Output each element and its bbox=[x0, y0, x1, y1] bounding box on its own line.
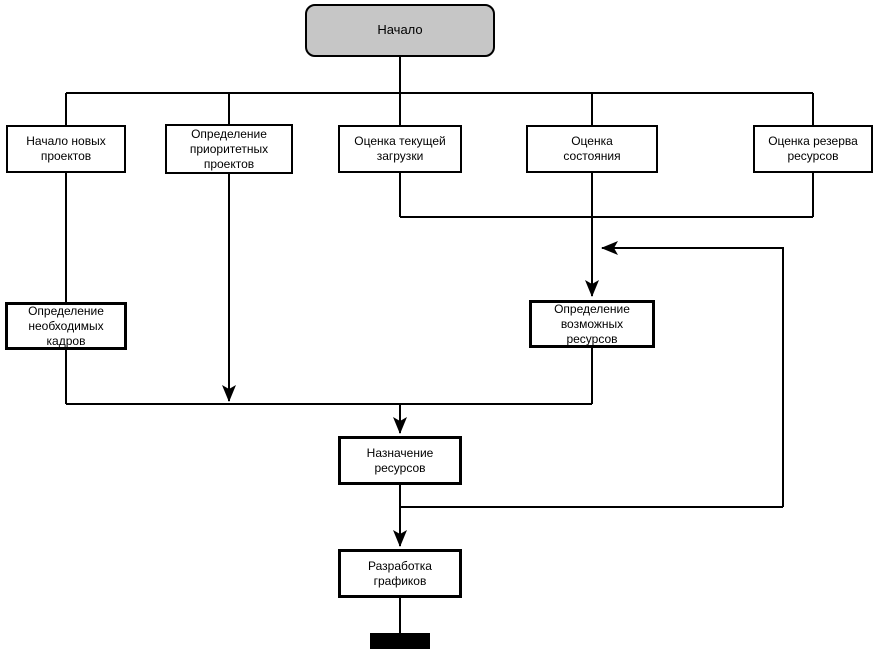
node-assign-resources: Назначение ресурсов bbox=[338, 436, 462, 485]
node-start-label: Начало bbox=[377, 22, 423, 38]
edge-feedback-loop bbox=[601, 241, 784, 507]
node-required-staff: Определение необходимых кадров bbox=[5, 302, 127, 350]
node-current-load: Оценка текущей загрузки bbox=[338, 125, 462, 173]
node-end-terminator bbox=[370, 633, 430, 649]
node-develop-schedules-label: Разработка графиков bbox=[368, 558, 432, 588]
node-status-assessment-label: Оценка состояния bbox=[563, 134, 621, 163]
node-assign-resources-label: Назначение ресурсов bbox=[366, 445, 434, 475]
node-priority-projects-label: Определение приоритетных проектов bbox=[189, 126, 269, 171]
node-reserve-assessment-label: Оценка резерва ресурсов bbox=[768, 134, 858, 163]
node-develop-schedules: Разработка графиков bbox=[338, 549, 462, 598]
node-required-staff-label: Определение необходимых кадров bbox=[28, 303, 104, 348]
node-possible-resources-label: Определение возможных ресурсов bbox=[554, 301, 630, 346]
node-status-assessment: Оценка состояния bbox=[526, 125, 658, 173]
node-reserve-assessment: Оценка резерва ресурсов bbox=[753, 125, 873, 173]
node-start: Начало bbox=[305, 4, 495, 57]
node-current-load-label: Оценка текущей загрузки bbox=[354, 134, 446, 163]
node-new-projects: Начало новых проектов bbox=[6, 125, 126, 173]
node-new-projects-label: Начало новых проектов bbox=[26, 134, 106, 163]
node-possible-resources: Определение возможных ресурсов bbox=[529, 300, 655, 348]
node-priority-projects: Определение приоритетных проектов bbox=[165, 124, 293, 174]
